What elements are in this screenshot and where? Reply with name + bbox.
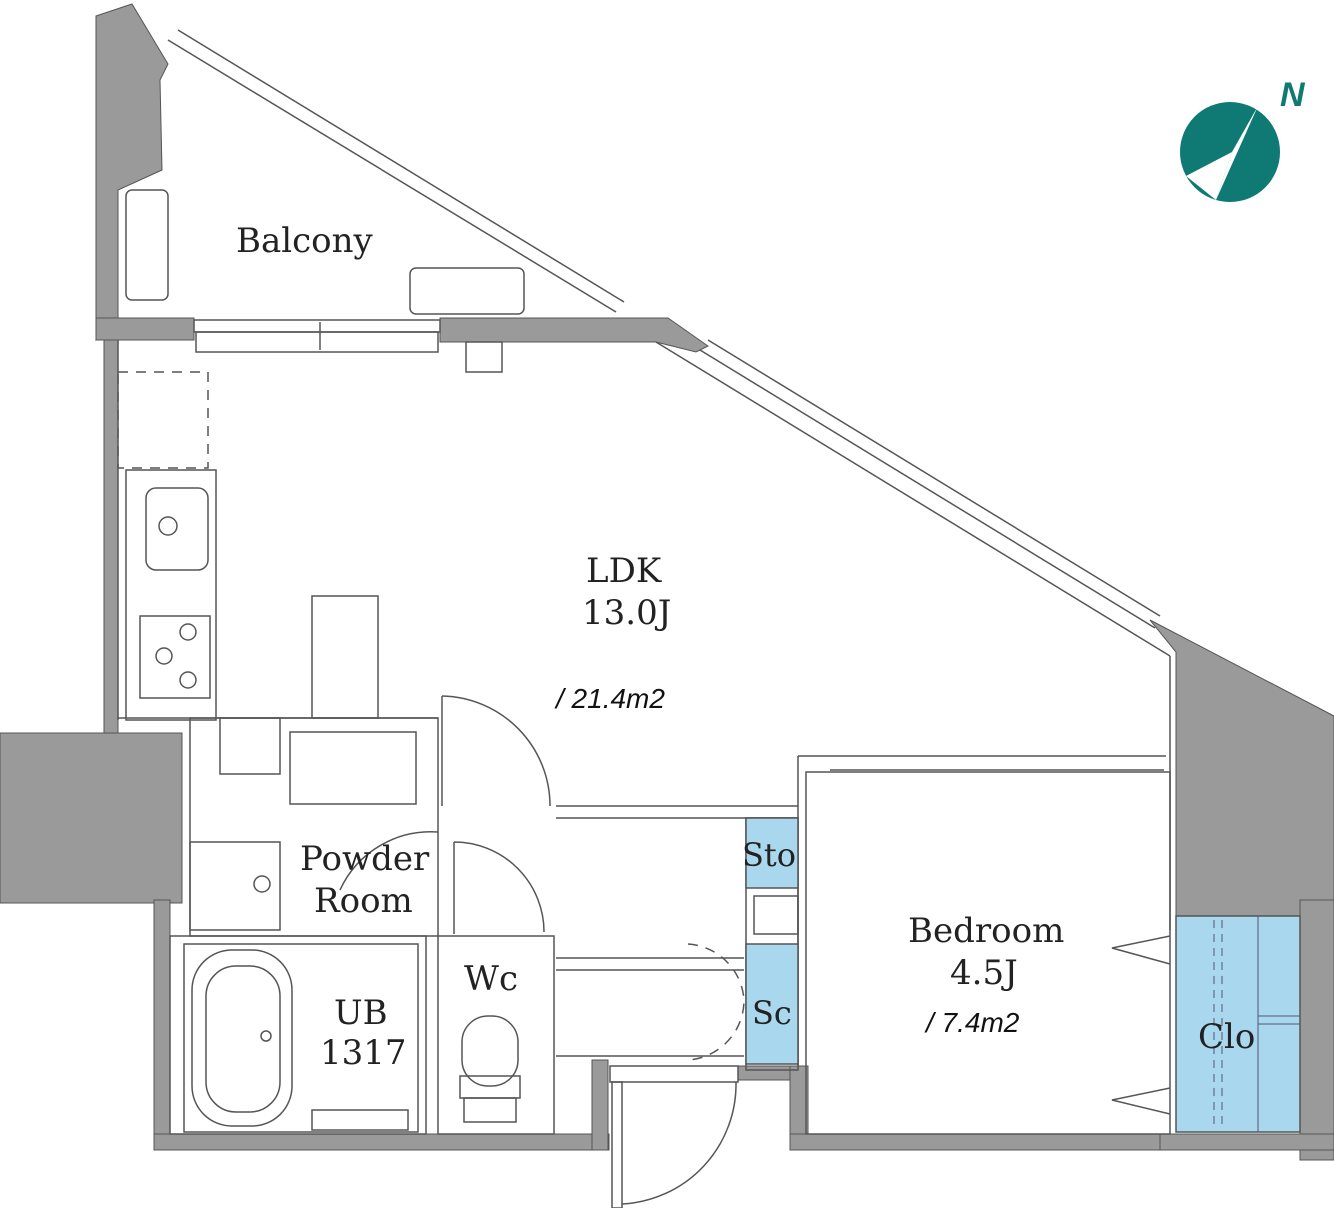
bedroom-label: Bedroom: [908, 911, 1064, 951]
balcony-window: [193, 319, 441, 333]
wc-outline: [437, 935, 555, 1135]
room-labels: Balcony LDK 13.0J / 21.4m2 Powder Room U…: [236, 221, 1255, 1073]
balcony-label: Balcony: [236, 221, 374, 261]
ub-code-label: 1317: [320, 1033, 407, 1073]
balcony-rail-1: [167, 39, 617, 313]
ub-outline: [169, 935, 427, 1135]
ldk-door-swing: [441, 695, 551, 807]
fridge-space: [117, 371, 209, 469]
wall-bottom-left: [153, 1133, 610, 1151]
entrance-door-swing: [621, 1081, 737, 1205]
wall-bottom-right: [789, 1133, 1176, 1151]
bathtub: [191, 949, 293, 1127]
washer-drain: [253, 875, 271, 893]
balcony-window-frame: [195, 331, 439, 353]
vanity: [289, 731, 417, 805]
toilet-tank: [459, 1075, 521, 1099]
sto-fill: [745, 817, 799, 889]
wall-balcony-left: [95, 3, 169, 342]
sc-label: Sc: [752, 994, 792, 1032]
compass-circle: [1180, 102, 1280, 202]
compass-needle: [1216, 106, 1258, 200]
bathtub-drain: [260, 1030, 272, 1042]
wall-closet-right: [1299, 899, 1334, 1161]
burner-1: [179, 623, 197, 641]
wall-left-block: [0, 732, 183, 904]
ldk-area-label: / 21.4m2: [554, 683, 665, 714]
toilet-seat-base: [463, 1097, 517, 1123]
entrance-door: [611, 1081, 623, 1208]
powder-door-swing: [339, 831, 439, 891]
door-swings: [339, 695, 1171, 1205]
sink-bowl: [145, 487, 209, 571]
closet-lines: [1213, 916, 1300, 1132]
storage-shelf: [753, 895, 799, 935]
wall-balcony-bottom-right: [439, 317, 709, 353]
entrance-step: [609, 1065, 739, 1083]
bedroom-size-label: 4.5J: [950, 953, 1018, 993]
kitchen-counter: [125, 469, 217, 721]
clo-label: Clo: [1198, 1017, 1255, 1057]
ub-inner: [183, 943, 419, 1133]
wall-entrance-notch: [591, 1059, 609, 1151]
wall-ldk-left: [103, 337, 119, 737]
walls: [0, 3, 1334, 1161]
clo-door-top: [1111, 935, 1171, 965]
ldk-niche: [465, 341, 503, 373]
balcony-units: [125, 189, 525, 315]
compass-needle-tail: [1186, 152, 1232, 200]
clo-door-bottom: [1111, 1087, 1171, 1115]
powder-room-label-2: Room: [314, 881, 413, 921]
ldk-window-line-1: [699, 349, 1156, 629]
washer-pan: [189, 841, 281, 931]
bedroom-area-label: / 7.4m2: [924, 1007, 1020, 1038]
ac-unit-1: [125, 189, 169, 301]
burner-2: [155, 647, 173, 665]
wc-door-swing: [453, 841, 545, 933]
wall-bath-left: [153, 899, 171, 1141]
wc-label: Wc: [464, 959, 518, 999]
burners: [155, 516, 197, 689]
powder-shelf: [219, 717, 281, 775]
ldk-label: LDK: [586, 551, 662, 591]
sink-drain: [158, 516, 178, 536]
ldk-size-label: 13.0J: [582, 593, 671, 633]
kitchen-partition: [311, 595, 379, 719]
bath-counter: [311, 1109, 409, 1131]
cooktop: [139, 615, 211, 699]
ub-label: UB: [334, 993, 388, 1033]
sc-door-swing: [687, 943, 745, 1061]
bedroom-outline: [805, 771, 1171, 1135]
bathtub-inner: [205, 965, 281, 1113]
compass: N: [1180, 76, 1306, 202]
sc-fill: [745, 943, 799, 1065]
toilet-bowl: [461, 1015, 519, 1087]
balcony-rail-2: [177, 29, 625, 303]
powder-room-label-1: Powder: [300, 839, 430, 879]
sto-label: Sto: [742, 836, 796, 874]
compass-label: N: [1280, 76, 1306, 114]
ldk-window-line-2: [707, 339, 1161, 617]
ldk-inner-diagonal: [655, 341, 1171, 657]
wall-balcony-bottom-left: [95, 317, 195, 341]
wall-bottom-closet: [1159, 1133, 1334, 1151]
interior-lines: [117, 29, 1171, 1208]
ac-unit-2: [409, 267, 525, 315]
burner-3: [179, 671, 197, 689]
